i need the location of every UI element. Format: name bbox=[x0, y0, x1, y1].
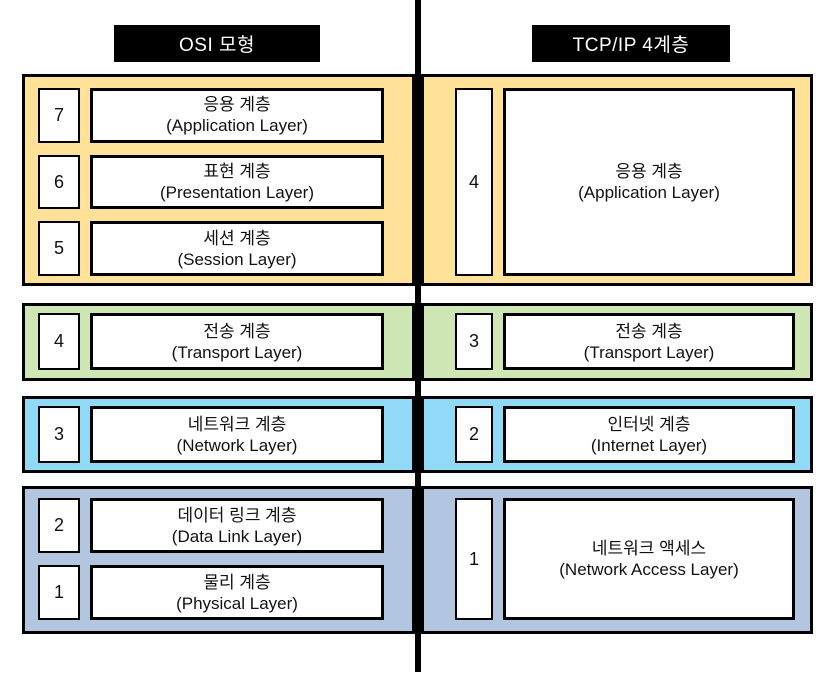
layer-name-en: (Presentation Layer) bbox=[159, 183, 315, 202]
layer-name-en: (Internet Layer) bbox=[590, 435, 708, 455]
osi-layer-1-row: 1 물리 계층 (Physical Layer) bbox=[38, 565, 384, 620]
tcpip-layer-1-label-box: 네트워크 액세스 (Network Access Layer) bbox=[503, 498, 795, 620]
layer-name-ko: 응용 계층 bbox=[203, 95, 271, 115]
tcpip-network-access-group: 1 네트워크 액세스 (Network Access Layer) bbox=[421, 486, 813, 634]
osi-layer-5-number-box: 5 bbox=[38, 221, 80, 277]
layer-name-en: (Session Layer) bbox=[177, 249, 297, 269]
layer-name-en: (Application Layer) bbox=[166, 116, 308, 136]
osi-layer-7-number-box: 7 bbox=[38, 88, 80, 143]
layer-name-en: (Network Access Layer) bbox=[559, 560, 739, 579]
tcpip-layer-3-label-box: 전송 계층 (Transport Layer) bbox=[503, 313, 795, 370]
osi-layer-6-label-box: 표현 계층 (Presentation Layer) bbox=[90, 154, 384, 210]
osi-layer-4-number-box: 4 bbox=[38, 313, 80, 370]
osi-layer-7-label-box: 응용 계층 (Application Layer) bbox=[90, 88, 384, 143]
layer-name-en: (Application Layer) bbox=[578, 183, 720, 202]
tcpip-layer-1-number-box: 1 bbox=[455, 498, 493, 620]
osi-transport-group: 4 전송 계층 (Transport Layer) bbox=[22, 303, 415, 381]
tcpip-layer-2-label-box: 인터넷 계층 (Internet Layer) bbox=[503, 406, 795, 463]
tcpip-layer-4-row: 4 응용 계층 (Application Layer) bbox=[455, 88, 795, 276]
center-divider-line bbox=[415, 0, 421, 672]
osi-layer-5-row: 5 세션 계층 (Session Layer) bbox=[38, 221, 384, 277]
tcpip-layer-3-row: 3 전송 계층 (Transport Layer) bbox=[455, 313, 795, 370]
tcpip-layer-3-number-box: 3 bbox=[455, 313, 493, 370]
layer-name-en: (Data Link Layer) bbox=[171, 526, 303, 546]
osi-layer-5-label-box: 세션 계층 (Session Layer) bbox=[90, 221, 384, 277]
layer-name-ko: 전송 계층 bbox=[615, 321, 683, 341]
osi-network-group: 3 네트워크 계층 (Network Layer) bbox=[22, 396, 415, 473]
layer-name-ko: 네트워크 액세스 bbox=[591, 539, 707, 558]
layer-name-en: (Transport Layer) bbox=[171, 342, 303, 362]
osi-layer-2-row: 2 데이터 링크 계층 (Data Link Layer) bbox=[38, 498, 384, 553]
osi-link-physical-group: 2 데이터 링크 계층 (Data Link Layer) 1 물리 계층 (P… bbox=[22, 486, 415, 634]
osi-layer-4-row: 4 전송 계층 (Transport Layer) bbox=[38, 313, 384, 370]
osi-layer-3-number-box: 3 bbox=[38, 406, 80, 463]
layer-name-ko: 데이터 링크 계층 bbox=[177, 505, 297, 525]
layer-name-en: (Transport Layer) bbox=[583, 342, 715, 362]
osi-layer-3-row: 3 네트워크 계층 (Network Layer) bbox=[38, 406, 384, 463]
tcpip-model-header: TCP/IP 4계층 bbox=[532, 25, 730, 62]
layer-name-ko: 인터넷 계층 bbox=[607, 414, 691, 434]
layer-name-ko: 물리 계층 bbox=[203, 572, 271, 592]
layer-name-ko: 네트워크 계층 bbox=[187, 414, 287, 434]
layer-name-ko: 응용 계층 bbox=[615, 162, 683, 181]
osi-model-header: OSI 모형 bbox=[114, 25, 320, 62]
layer-name-en: (Network Layer) bbox=[176, 435, 298, 455]
tcpip-layer-2-row: 2 인터넷 계층 (Internet Layer) bbox=[455, 406, 795, 463]
tcpip-layer-2-number-box: 2 bbox=[455, 406, 493, 463]
osi-layer-2-label-box: 데이터 링크 계층 (Data Link Layer) bbox=[90, 498, 384, 553]
osi-layer-2-number-box: 2 bbox=[38, 498, 80, 553]
osi-layer-6-number-box: 6 bbox=[38, 154, 80, 210]
tcpip-layer-4-label-box: 응용 계층 (Application Layer) bbox=[503, 88, 795, 276]
osi-layer-7-row: 7 응용 계층 (Application Layer) bbox=[38, 88, 384, 143]
osi-layer-4-label-box: 전송 계층 (Transport Layer) bbox=[90, 313, 384, 370]
osi-layer-1-number-box: 1 bbox=[38, 565, 80, 620]
osi-layer-3-label-box: 네트워크 계층 (Network Layer) bbox=[90, 406, 384, 463]
osi-application-group: 7 응용 계층 (Application Layer) 6 표현 계층 (Pre… bbox=[22, 74, 415, 286]
tcpip-internet-group: 2 인터넷 계층 (Internet Layer) bbox=[421, 396, 813, 473]
layer-name-en: (Physical Layer) bbox=[176, 593, 298, 613]
osi-layer-1-label-box: 물리 계층 (Physical Layer) bbox=[90, 565, 384, 620]
layer-name-ko: 표현 계층 bbox=[203, 162, 271, 181]
tcpip-application-group: 4 응용 계층 (Application Layer) bbox=[421, 74, 813, 286]
layer-name-ko: 전송 계층 bbox=[203, 321, 271, 341]
tcpip-layer-1-row: 1 네트워크 액세스 (Network Access Layer) bbox=[455, 498, 795, 620]
osi-layer-6-row: 6 표현 계층 (Presentation Layer) bbox=[38, 154, 384, 210]
tcpip-transport-group: 3 전송 계층 (Transport Layer) bbox=[421, 303, 813, 381]
tcpip-layer-4-number-box: 4 bbox=[455, 88, 493, 276]
layer-name-ko: 세션 계층 bbox=[203, 228, 271, 248]
